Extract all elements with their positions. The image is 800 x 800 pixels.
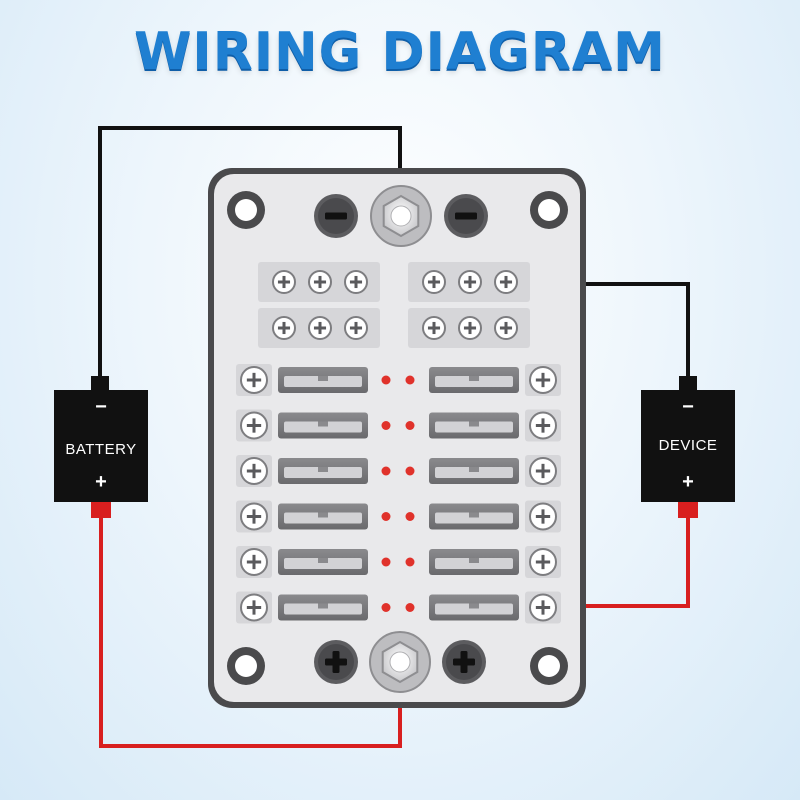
fuse-slot [278,367,368,393]
device-negative-sign: − [682,396,694,418]
battery-pos-connector [91,502,111,518]
fuse-row [236,364,561,396]
fuse-slot [278,412,368,439]
device-positive-sign: + [682,471,694,493]
fuse-row [236,500,561,533]
battery-box [54,376,148,518]
fuse-indicator-led [381,603,391,612]
positive-stud-icon [314,640,358,684]
fuse-slot [278,594,368,621]
positive-wire-battery [99,512,402,748]
fuse-indicator-led [381,421,391,430]
fuse-row [236,409,561,442]
fuse-slot [429,367,519,393]
diagram-title: WIRING DIAGRAM [134,22,666,82]
fuse-row [236,455,561,487]
fuse-indicator-led [405,421,415,430]
screw-terminal-icon [458,316,482,340]
battery-positive-sign: + [95,471,107,493]
hex-nut-icon [369,631,431,693]
fuse-slot [429,549,519,575]
screw-terminal-icon [422,270,446,294]
fuse-indicator-led [381,375,391,385]
screw-terminal-icon [240,593,268,622]
fuse-slot [429,412,519,439]
mounting-hole-icon [227,191,265,229]
fuse-slot [278,503,368,530]
screw-terminal-icon [529,457,557,485]
screw-terminal-icon [272,316,296,340]
screw-terminal-icon [240,411,268,440]
mounting-hole-icon [227,647,265,685]
screw-terminal-icon [308,270,332,294]
battery-neg-connector [91,376,109,390]
fuse-indicator-led [381,466,391,476]
screw-terminal-icon [344,270,368,294]
fuse-indicator-led [405,557,415,567]
device-label: DEVICE [658,437,718,454]
negative-stud-icon [444,194,488,238]
device-pos-connector [678,502,698,518]
fuse-indicator-led [405,512,415,521]
negative-wire-battery [98,126,402,382]
battery-label: BATTERY [65,441,137,458]
fuse-indicator-led [381,512,391,521]
hex-nut-icon [370,185,432,247]
positive-stud-icon [442,640,486,684]
negative-stud-icon [314,194,358,238]
screw-terminal-icon [529,593,557,622]
screw-terminal-icon [240,548,268,576]
screw-terminal-icon [240,502,268,531]
mounting-hole-icon [530,191,568,229]
mounting-hole-icon [530,647,568,685]
fuse-indicator-led [405,466,415,476]
screw-terminal-icon [344,316,368,340]
fuse-slot [429,594,519,621]
device-box [641,376,735,518]
fuse-block [208,168,586,708]
screw-terminal-icon [529,502,557,531]
fuse-indicator-led [405,375,415,385]
screw-terminal-icon [240,366,268,394]
screw-terminal-icon [240,457,268,485]
fuse-slot [429,458,519,484]
device-neg-connector [679,376,697,390]
fuse-row [236,591,561,624]
screw-terminal-icon [529,411,557,440]
screw-terminal-icon [494,316,518,340]
screw-terminal-icon [494,270,518,294]
fuse-slot [429,503,519,530]
screw-terminal-icon [529,548,557,576]
fuse-slot [278,458,368,484]
device-body [641,390,735,502]
positive-wire-device [560,512,690,608]
screw-terminal-icon [308,316,332,340]
screw-terminal-icon [272,270,296,294]
fuse-indicator-led [381,557,391,567]
fuse-row [236,546,561,578]
fuse-slot [278,549,368,575]
screw-terminal-icon [529,366,557,394]
screw-terminal-icon [422,316,446,340]
fuse-indicator-led [405,603,415,612]
screw-terminal-icon [458,270,482,294]
battery-negative-sign: − [95,396,107,418]
battery-body [54,390,148,502]
